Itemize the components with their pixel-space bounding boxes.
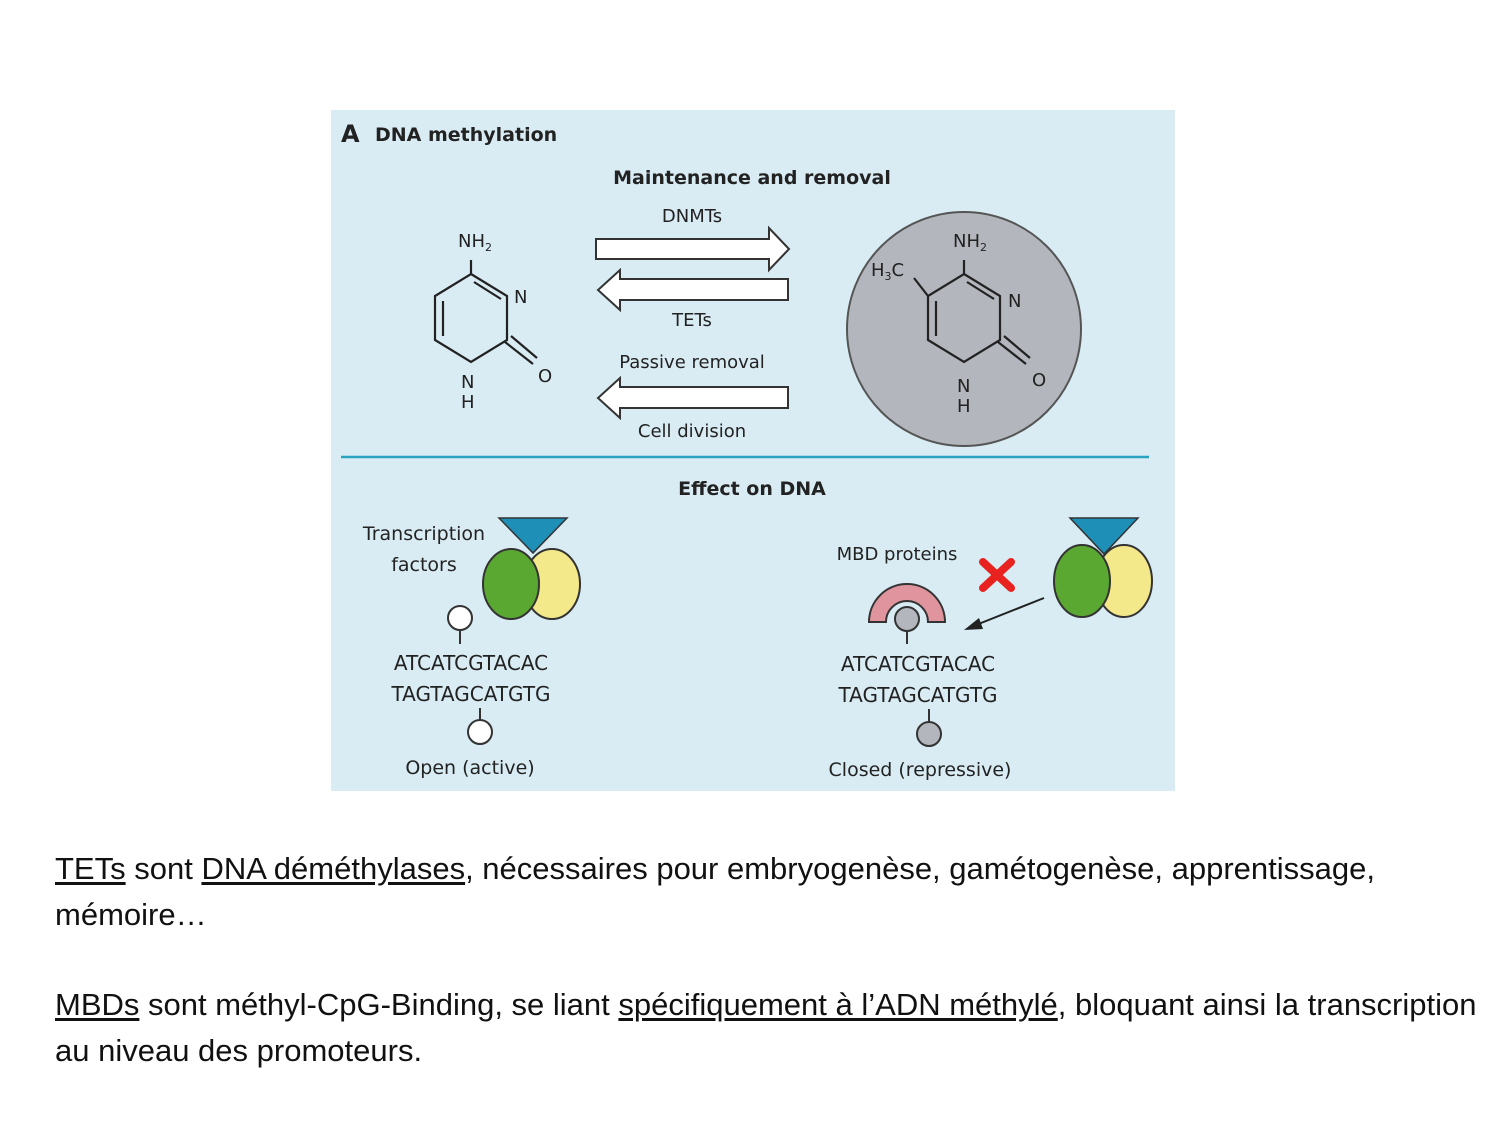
panel-title: DNA methylation <box>375 124 557 146</box>
caption-paragraph-tets: TETs sont DNA déméthylases, nécessaires … <box>55 846 1485 938</box>
red-cross-icon <box>979 558 1015 592</box>
tets-term: TETs <box>55 851 126 886</box>
left-dna-strand-bottom: TAGTAGCATGTG <box>390 682 550 706</box>
caption-text: sont <box>125 851 202 886</box>
left-state-label: Open (active) <box>405 757 534 779</box>
passive-removal-label: Passive removal <box>619 352 765 373</box>
caption-text: sont méthyl-CpG-Binding, se liant <box>139 987 619 1022</box>
cytosine-n-label: N <box>514 287 527 308</box>
section-maintenance-title: Maintenance and removal <box>613 167 891 189</box>
transcription-factor-complex-left <box>482 517 581 620</box>
left-dna-strand-top: ATCATCGTACAC <box>394 651 548 675</box>
unmethylated-cpg-marker-bottom <box>467 708 493 745</box>
methylcytosine-highlight-circle <box>846 211 1082 447</box>
methylcytosine-h3c-label: H3C <box>871 260 904 283</box>
tf-label-line1: Transcription <box>362 523 485 545</box>
caption-text: , nécessaires pour embryogenèse, gamétog… <box>55 851 1375 932</box>
dna-methylation-figure: A DNA methylation Maintenance and remova… <box>331 110 1175 791</box>
tf-label-line2: factors <box>391 554 457 576</box>
cytosine-nh-h-label: H <box>461 392 475 413</box>
passive-removal-arrow <box>596 375 789 421</box>
dna-demethylases-term: DNA déméthylases <box>201 851 466 886</box>
methylcytosine-molecule <box>913 260 1031 365</box>
figure-canvas: A DNA methylation Maintenance and remova… <box>341 120 1153 781</box>
tets-label: TETs <box>671 310 712 331</box>
caption-paragraph-mbds: MBDs sont méthyl-CpG-Binding, se liant s… <box>55 982 1485 1074</box>
dnmts-arrow <box>595 225 791 273</box>
methylcytosine-nh-n-label: N <box>957 376 970 397</box>
mbd-proteins-label: MBD proteins <box>837 544 958 565</box>
cytosine-nh2-label: NH2 <box>458 231 492 254</box>
panel-letter: A <box>341 120 360 148</box>
section-effect-title: Effect on DNA <box>678 478 826 500</box>
right-dna-strand-bottom: TAGTAGCATGTG <box>837 683 997 707</box>
right-state-label: Closed (repressive) <box>829 759 1012 781</box>
mbd-protein-shape <box>867 583 947 623</box>
dnmts-label: DNMTs <box>662 206 722 227</box>
methylated-cpg-marker-top <box>894 606 920 644</box>
caption-text: , bloquant ainsi la transcription au niv… <box>55 987 1477 1068</box>
tets-arrow <box>596 267 789 313</box>
unmethylated-cpg-marker-top <box>447 605 473 644</box>
right-dna-strand-top: ATCATCGTACAC <box>841 652 995 676</box>
cytosine-nh-n-label: N <box>461 372 474 393</box>
methylcytosine-o-label: O <box>1032 370 1046 391</box>
mbds-term: MBDs <box>55 987 140 1022</box>
methylcytosine-n-label: N <box>1008 291 1021 312</box>
cytosine-molecule <box>433 260 538 365</box>
methylcytosine-nh2-label: NH2 <box>953 231 987 254</box>
methylcytosine-nh-h-label: H <box>957 396 971 417</box>
blocked-binding-arrow <box>964 597 1045 630</box>
methylated-dna-term: spécifiquement à l’ADN méthylé <box>618 987 1058 1022</box>
transcription-factor-complex-right <box>1053 517 1153 618</box>
methylated-cpg-marker-bottom <box>916 709 942 747</box>
cell-division-label: Cell division <box>638 421 746 442</box>
cytosine-o-label: O <box>538 366 552 387</box>
